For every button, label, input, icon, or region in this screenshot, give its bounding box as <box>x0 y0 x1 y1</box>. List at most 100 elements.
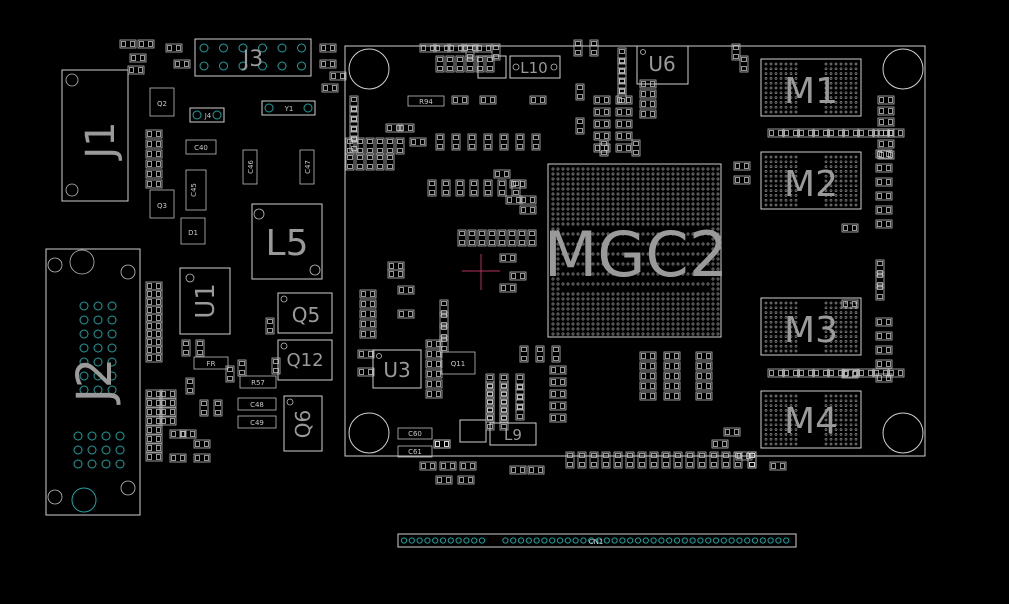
chip-u4 <box>459 419 487 443</box>
bga-ball <box>706 242 710 246</box>
pad <box>444 441 449 447</box>
memory-ball <box>784 96 788 99</box>
crystal-y1: Y1 <box>261 100 316 116</box>
passive-part <box>477 229 487 247</box>
memory-ball <box>769 189 773 192</box>
pad <box>457 57 463 62</box>
memory-ball <box>784 320 788 324</box>
pad <box>170 409 175 415</box>
connector-pin <box>115 459 125 469</box>
pad <box>501 400 507 405</box>
bga-ball <box>641 272 645 276</box>
bga-ball <box>571 232 575 236</box>
passive-part <box>877 128 895 138</box>
memory-ball <box>769 179 773 183</box>
pad <box>436 341 441 347</box>
pad <box>459 477 464 483</box>
memory-ball <box>764 442 768 446</box>
edge-pin <box>533 537 540 544</box>
memory-ball <box>789 340 793 343</box>
passive-part <box>877 150 895 160</box>
memory-ball <box>774 165 778 168</box>
bga-ball <box>626 167 630 171</box>
bga-ball <box>651 217 655 221</box>
memory-ball <box>839 72 843 75</box>
memory-ball <box>824 101 828 104</box>
memory-ball <box>844 203 848 207</box>
bga-ball <box>586 182 590 186</box>
bga-ball <box>601 297 605 301</box>
pad <box>387 155 393 160</box>
memory-ball <box>794 311 798 314</box>
bga-ball <box>606 302 610 306</box>
bga-ball <box>571 217 575 221</box>
pad <box>427 351 432 357</box>
bga-ball <box>716 252 720 256</box>
pad <box>435 441 440 447</box>
pad <box>156 427 161 433</box>
memory-ball <box>844 399 848 403</box>
memory-ball <box>784 67 788 71</box>
memory-ball <box>854 101 858 104</box>
memory-ball <box>824 428 828 431</box>
bga-ball <box>556 307 560 311</box>
pad <box>521 197 526 203</box>
pad <box>521 347 527 352</box>
bga-ball <box>671 292 675 296</box>
bga-ball <box>656 252 660 256</box>
memory-ball <box>764 335 768 338</box>
memory-ball <box>844 437 848 441</box>
pad <box>470 463 475 469</box>
bga-ball <box>581 317 585 321</box>
bga-ball <box>686 222 690 226</box>
memory-ball <box>769 349 773 353</box>
bga-ball <box>661 177 665 181</box>
bga-ball <box>696 332 700 336</box>
pad <box>650 353 655 359</box>
memory-ball <box>779 91 783 95</box>
memory-ball <box>789 442 793 446</box>
bga-ball <box>566 187 570 191</box>
pad <box>479 240 485 245</box>
label-q11: Q11 <box>451 360 465 368</box>
bga-ball <box>711 247 715 251</box>
bga-ball <box>586 262 590 266</box>
bga-ball <box>626 317 630 321</box>
memory-ball <box>764 67 768 71</box>
memory-ball <box>854 72 858 75</box>
memory-ball <box>829 311 833 314</box>
bga-ball <box>566 312 570 316</box>
pad <box>156 299 161 305</box>
pad <box>180 455 185 461</box>
pad <box>453 144 459 149</box>
bga-ball <box>631 322 635 326</box>
bga-ball <box>661 312 665 316</box>
memory-ball <box>824 77 828 80</box>
pad <box>437 135 443 140</box>
memory-ball <box>774 399 778 403</box>
pad <box>323 85 328 91</box>
passive-part <box>857 368 875 378</box>
bga-ball <box>611 212 615 216</box>
bga-ball <box>561 232 565 236</box>
bga-ball <box>571 327 575 331</box>
bga-ball <box>646 317 650 321</box>
memory-ball <box>784 189 788 192</box>
pad <box>650 91 655 97</box>
bga-ball <box>626 292 630 296</box>
memory-ball <box>784 340 788 343</box>
pad <box>577 85 583 90</box>
label-fr: FR <box>207 360 216 368</box>
bga-ball <box>686 262 690 266</box>
memory-ball <box>764 340 768 343</box>
bga-ball <box>666 332 670 336</box>
pad <box>441 337 447 342</box>
passive-part <box>527 229 537 247</box>
passive-part <box>483 179 493 197</box>
bga-ball <box>701 312 705 316</box>
memory-ball <box>764 394 768 398</box>
memory-ball <box>839 418 843 422</box>
transistor-q6: Q6 <box>283 395 323 452</box>
memory-ball <box>769 394 773 398</box>
